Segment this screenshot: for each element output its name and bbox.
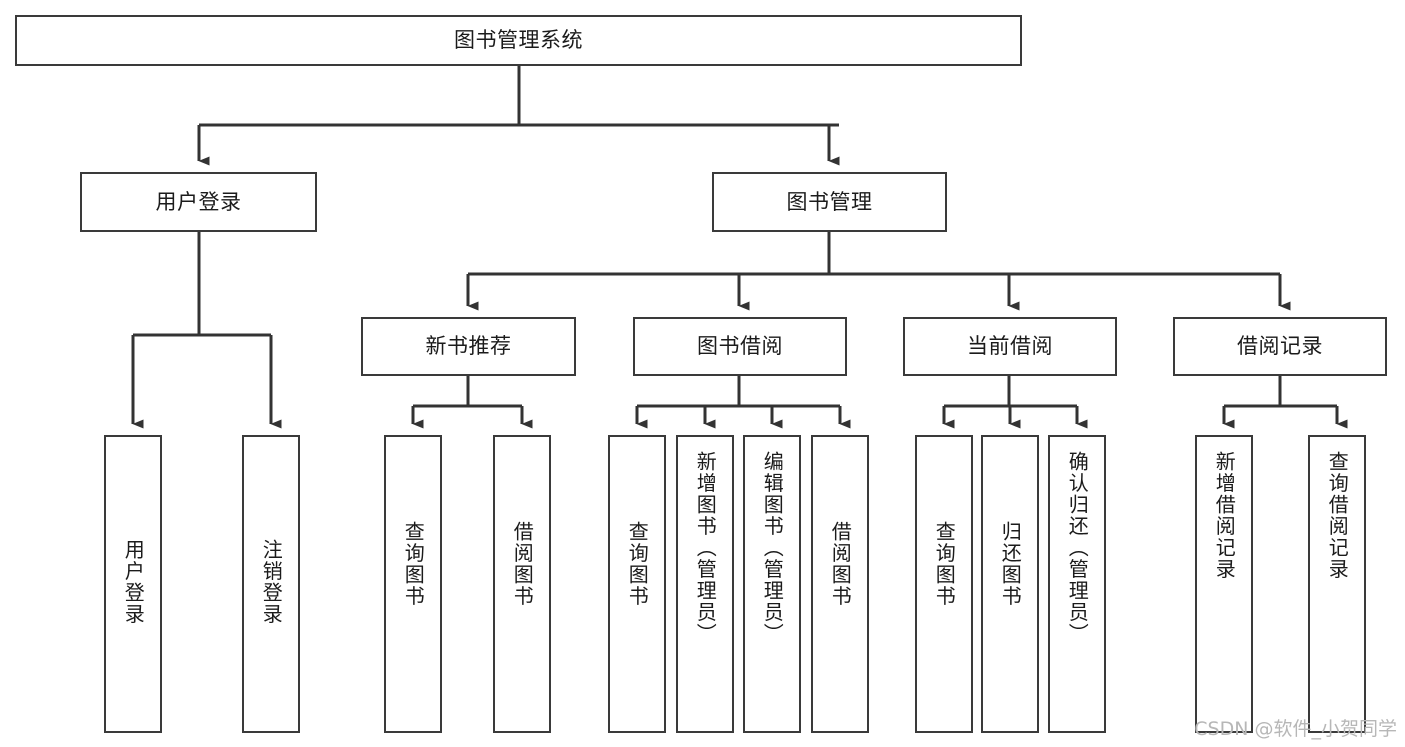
node-leaf-return-book-label: 归还图书 [998,521,1023,607]
node-leaf-borrow-book-2-label: 借阅图书 [828,521,853,607]
node-leaf-query-record-label: 查询借阅记录 [1325,451,1350,580]
node-leaf-query-book-3-label: 查询图书 [932,521,957,607]
node-leaf-add-book[interactable]: 新增图书（管理员） [676,435,734,733]
node-leaf-query-book-2[interactable]: 查询图书 [608,435,666,733]
node-leaf-confirm-return-label: 确认归还（管理员） [1065,451,1090,645]
node-leaf-add-record[interactable]: 新增借阅记录 [1195,435,1253,733]
node-new-book-recommend[interactable]: 新书推荐 [361,317,576,376]
csdn-watermark: CSDN @软件_小贺同学 [1194,718,1397,740]
node-leaf-query-record[interactable]: 查询借阅记录 [1308,435,1366,733]
node-leaf-logout-login-label: 注销登录 [259,539,284,625]
node-leaf-edit-book[interactable]: 编辑图书（管理员） [743,435,801,733]
node-current-borrow[interactable]: 当前借阅 [903,317,1117,376]
node-leaf-query-book-1[interactable]: 查询图书 [384,435,442,733]
node-user-login-label: 用户登录 [155,189,242,214]
node-book-borrow[interactable]: 图书借阅 [633,317,847,376]
node-leaf-borrow-book-2[interactable]: 借阅图书 [811,435,869,733]
node-user-login[interactable]: 用户登录 [80,172,317,232]
node-leaf-add-record-label: 新增借阅记录 [1212,451,1237,580]
node-leaf-user-login-label: 用户登录 [121,539,146,625]
node-borrow-record-label: 借阅记录 [1237,334,1323,359]
node-leaf-return-book[interactable]: 归还图书 [981,435,1039,733]
node-book-manage[interactable]: 图书管理 [712,172,947,232]
node-leaf-add-book-label: 新增图书（管理员） [693,451,718,645]
node-leaf-edit-book-label: 编辑图书（管理员） [760,451,785,645]
node-leaf-confirm-return[interactable]: 确认归还（管理员） [1048,435,1106,733]
node-leaf-query-book-3[interactable]: 查询图书 [915,435,973,733]
node-borrow-record[interactable]: 借阅记录 [1173,317,1387,376]
node-root[interactable]: 图书管理系统 [15,15,1022,66]
node-book-borrow-label: 图书借阅 [697,334,783,359]
node-root-label: 图书管理系统 [454,28,583,53]
node-leaf-borrow-book-1-label: 借阅图书 [510,521,535,607]
node-leaf-borrow-book-1[interactable]: 借阅图书 [493,435,551,733]
node-leaf-user-login[interactable]: 用户登录 [104,435,162,733]
node-leaf-query-book-1-label: 查询图书 [401,521,426,607]
node-book-manage-label: 图书管理 [786,189,873,214]
node-new-book-recommend-label: 新书推荐 [425,334,512,359]
node-leaf-logout-login[interactable]: 注销登录 [242,435,300,733]
node-current-borrow-label: 当前借阅 [967,334,1053,359]
node-leaf-query-book-2-label: 查询图书 [625,521,650,607]
